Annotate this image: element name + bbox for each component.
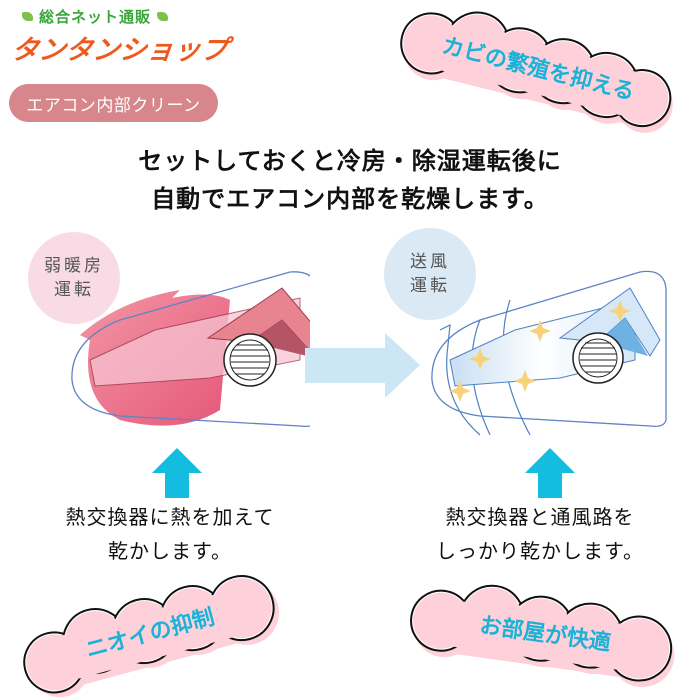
category-pill: エアコン内部クリーン (9, 84, 218, 122)
ac-heat-illustration (71, 271, 310, 428)
sparkle-icons (449, 300, 631, 402)
mode-heat-line1: 弱暖房 (44, 256, 104, 276)
description-fan: 熱交換器と通風路を しっかり乾かします。 (410, 500, 670, 568)
fan-icon (223, 333, 277, 387)
description-heat-line1: 熱交換器に熱を加えて (65, 505, 275, 529)
mode-fan-line1: 送風 (410, 252, 450, 272)
up-arrow-icon (152, 448, 202, 498)
description-fan-line1: 熱交換器と通風路を (445, 505, 635, 529)
description-heat: 熱交換器に熱を加えて 乾かします。 (20, 500, 320, 568)
badge-comfort: お部屋が快適 (410, 584, 675, 688)
description-heat-line2: 乾かします。 (108, 539, 232, 563)
brand-logo[interactable]: タンタンショップ (10, 35, 230, 66)
mode-fan-line2: 運転 (410, 276, 450, 296)
mode-fan-badge: 送風 運転 (384, 228, 476, 320)
ac-housing (71, 271, 310, 428)
badge-odor: ニオイの抑制 (23, 575, 280, 698)
fan-icon (572, 332, 624, 384)
leaf-icon (22, 12, 33, 21)
mode-heat-badge: 弱暖房 運転 (28, 232, 120, 324)
logo-subtitle: 総合ネット通販 (39, 8, 152, 26)
right-arrow-icon (305, 333, 420, 398)
logo-subtitle-row: 総合ネット通販 (22, 6, 169, 27)
mode-heat-line2: 運転 (54, 280, 94, 300)
headline-line1: セットしておくと冷房・除湿運転後に (138, 147, 562, 175)
up-arrow-icon (525, 448, 575, 498)
leaf-icon (157, 12, 169, 21)
headline: セットしておくと冷房・除湿運転後に 自動でエアコン内部を乾燥します。 (0, 142, 700, 218)
description-fan-line2: しっかり乾かします。 (436, 539, 644, 563)
ac-fan-illustration (431, 270, 667, 436)
headline-line2: 自動でエアコン内部を乾燥します。 (151, 185, 549, 213)
badge-mold: カビの繁殖を抑える (400, 11, 673, 133)
